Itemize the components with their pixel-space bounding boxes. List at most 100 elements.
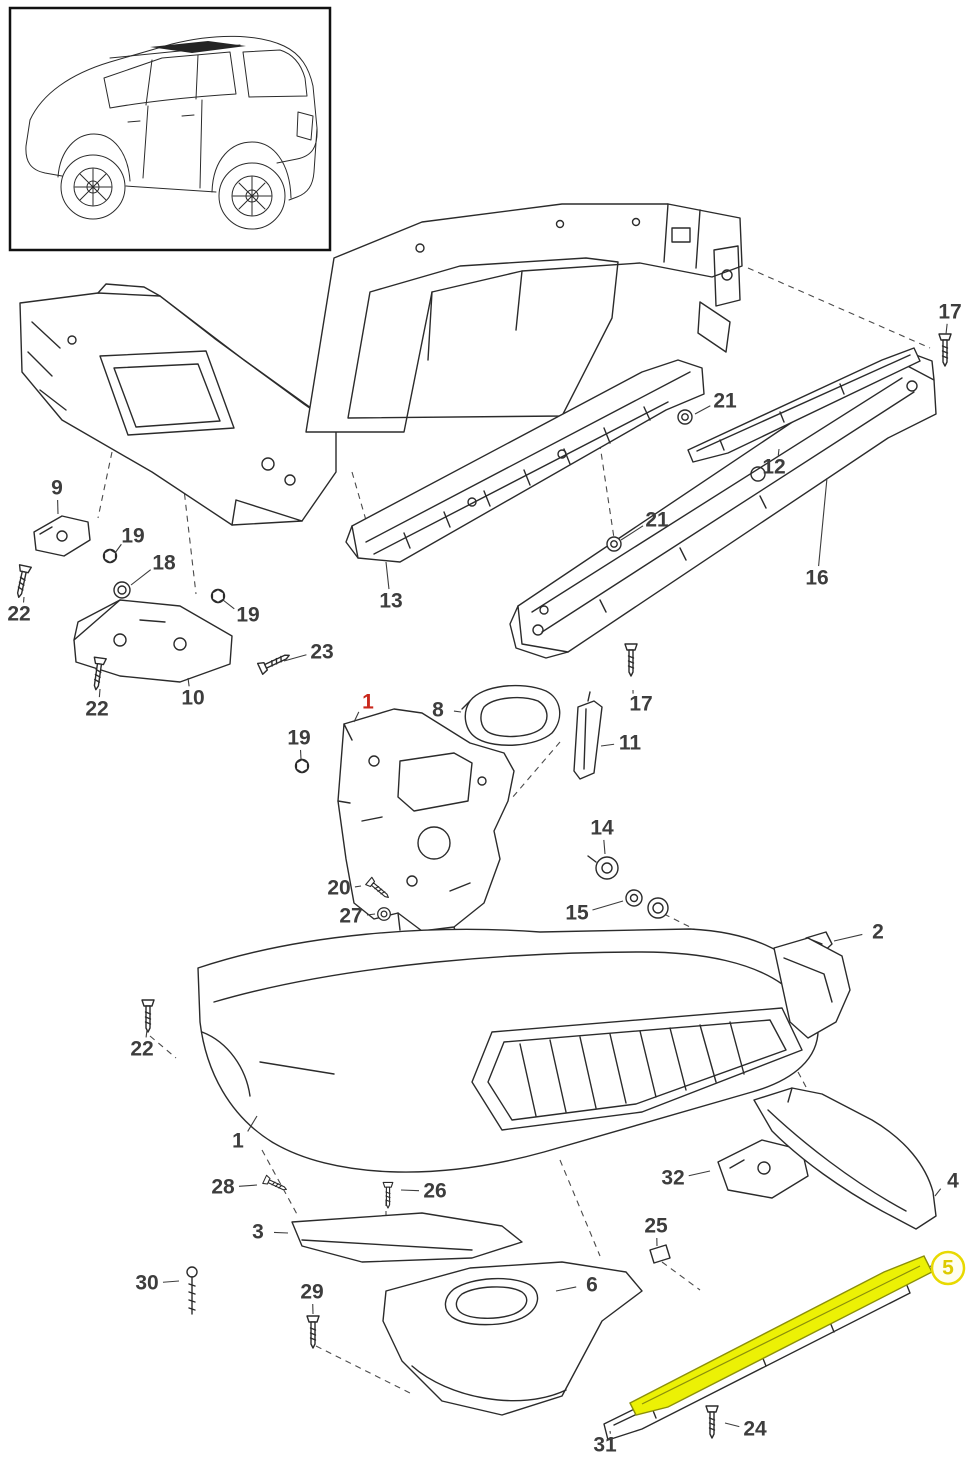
- callout-8[interactable]: 8: [432, 699, 462, 722]
- callout-leader: [694, 405, 711, 415]
- callout-19[interactable]: 19: [222, 599, 260, 627]
- callout-label: 19: [121, 525, 144, 548]
- callout-22[interactable]: 22: [85, 688, 109, 721]
- part-8-bezel: [461, 684, 561, 746]
- callout-1[interactable]: 1: [232, 1115, 258, 1153]
- callout-20[interactable]: 20: [327, 877, 362, 900]
- screw-23: [256, 649, 293, 675]
- callout-29[interactable]: 29: [300, 1281, 324, 1315]
- callout-label: 4: [947, 1170, 959, 1193]
- callout-label: 14: [590, 817, 614, 840]
- callout-label: 6: [586, 1274, 598, 1297]
- callout-label: 26: [423, 1180, 446, 1203]
- callout-label: 28: [211, 1176, 235, 1199]
- callout-label: 24: [743, 1418, 767, 1441]
- callout-24[interactable]: 24: [724, 1418, 767, 1441]
- callout-label: 22: [85, 698, 108, 721]
- callout-label: 23: [310, 641, 333, 664]
- part-11-bracket: [573, 691, 603, 780]
- callout-15[interactable]: 15: [565, 900, 624, 925]
- callout-3[interactable]: 3: [252, 1221, 289, 1244]
- part-32-bracket: [717, 1139, 809, 1199]
- callout-leader: [114, 543, 122, 554]
- callout-5-highlight[interactable]: 5: [929, 1250, 966, 1286]
- part-3-trim-strip: [291, 1212, 523, 1263]
- vehicle-thumbnail: [25, 35, 318, 230]
- callout-18[interactable]: 18: [130, 552, 176, 586]
- part-9-bracket: [33, 515, 91, 557]
- callout-26[interactable]: 26: [400, 1180, 447, 1203]
- callout-4[interactable]: 4: [934, 1170, 959, 1197]
- callout-25[interactable]: 25: [644, 1215, 668, 1247]
- callout-label: 25: [644, 1215, 668, 1238]
- callout-11[interactable]: 11: [600, 732, 642, 755]
- callout-16[interactable]: 16: [805, 477, 829, 590]
- callout-leader: [833, 933, 863, 942]
- inset-vehicle-box: [8, 6, 332, 252]
- callout-leader: [162, 1280, 180, 1283]
- callout-28[interactable]: 28: [211, 1176, 258, 1199]
- screw-26: [382, 1181, 394, 1209]
- callout-19[interactable]: 19: [114, 525, 145, 554]
- callout-leader: [555, 1286, 577, 1292]
- callout-22[interactable]: 22: [130, 1029, 154, 1061]
- part-5-highlighted-trim: [629, 1255, 933, 1416]
- callout-label: 3: [252, 1221, 264, 1244]
- callout-label: 1: [232, 1130, 244, 1153]
- highlight-ring: [930, 1250, 966, 1286]
- callout-23[interactable]: 23: [283, 641, 334, 664]
- callout-21[interactable]: 21: [620, 509, 669, 541]
- nut-19-b: [210, 588, 226, 604]
- callout-27[interactable]: 27: [339, 905, 376, 928]
- part-13-bumper-carrier: [345, 359, 705, 563]
- callout-leader: [688, 1170, 711, 1177]
- callout-14[interactable]: 14: [590, 817, 614, 855]
- callout-label: 21: [713, 390, 737, 413]
- callout-label: 9: [51, 477, 63, 500]
- callout-6[interactable]: 6: [555, 1274, 598, 1297]
- fastener-21-b: [606, 536, 622, 552]
- callout-leader: [453, 710, 462, 713]
- callout-31[interactable]: 31: [593, 1430, 617, 1457]
- callout-label: 31: [593, 1434, 617, 1457]
- clip-25: [649, 1244, 671, 1264]
- callout-leader: [187, 677, 190, 687]
- callout-label: 30: [135, 1272, 158, 1295]
- callout-leader: [353, 711, 360, 723]
- callout-17[interactable]: 17: [629, 689, 653, 716]
- callout-leader: [724, 1422, 740, 1428]
- callout-1-red[interactable]: 1: [353, 691, 374, 723]
- callout-leader: [366, 913, 376, 916]
- sensor-14-holder: [587, 855, 619, 880]
- callout-label: 19: [287, 727, 310, 750]
- part-12-side-strip: [687, 347, 921, 463]
- callout-21[interactable]: 21: [694, 390, 737, 415]
- callout-label: 1: [362, 691, 374, 714]
- callout-label: 27: [339, 905, 362, 928]
- callout-22[interactable]: 22: [7, 596, 31, 626]
- callout-17[interactable]: 17: [938, 301, 962, 335]
- callout-label: 15: [565, 902, 589, 925]
- callout-30[interactable]: 30: [135, 1272, 180, 1295]
- part-10-bracket: [73, 599, 233, 683]
- screw-24: [705, 1405, 719, 1439]
- nut-19-c: [294, 758, 310, 774]
- callout-label: 2: [872, 921, 884, 944]
- callout-32[interactable]: 32: [661, 1167, 711, 1190]
- callout-9[interactable]: 9: [51, 477, 63, 515]
- callout-leader: [385, 561, 390, 590]
- callout-2[interactable]: 2: [833, 921, 884, 944]
- callout-label: 11: [619, 732, 642, 755]
- callout-10[interactable]: 10: [181, 677, 205, 710]
- callout-label: 21: [645, 509, 669, 532]
- callout-label: 5: [942, 1257, 954, 1280]
- callout-19[interactable]: 19: [287, 727, 311, 760]
- callout-label: 10: [181, 687, 204, 710]
- callout-13[interactable]: 13: [379, 561, 403, 613]
- callout-12[interactable]: 12: [762, 448, 786, 479]
- callout-label: 16: [805, 567, 828, 590]
- fasteners: [12, 333, 952, 1439]
- callout-leader: [354, 885, 362, 888]
- callout-leader: [945, 323, 948, 335]
